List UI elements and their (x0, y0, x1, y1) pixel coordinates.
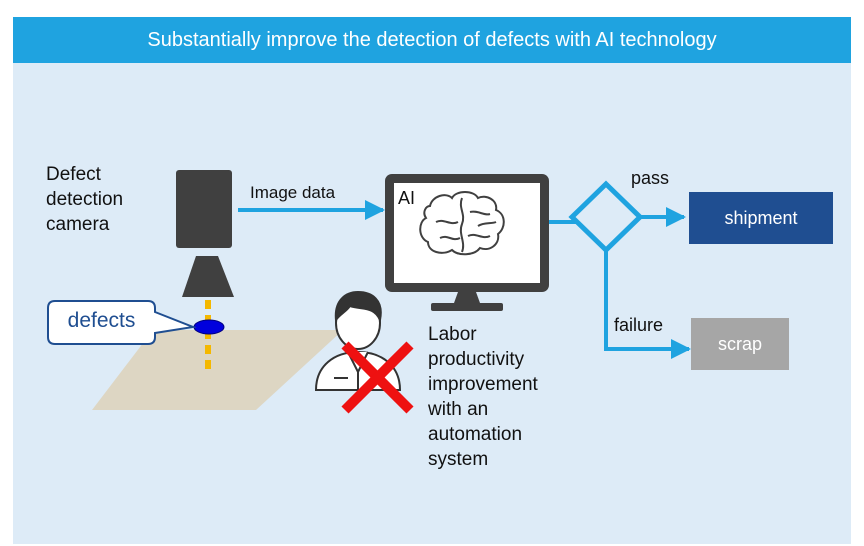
scrap-label: scrap (717, 334, 762, 354)
defects-callout (47, 300, 197, 345)
decision-diamond-icon (568, 180, 644, 254)
labor-label-line: improvement (428, 374, 538, 395)
defect-spot (193, 319, 225, 335)
camera-label-line: detection (46, 189, 124, 210)
labor-label: Labor productivity improvement with an a… (428, 322, 538, 472)
ai-label: AI (398, 188, 416, 208)
monitor-icon (385, 174, 549, 311)
camera-label: Defect detection camera (46, 162, 123, 237)
diagram-title: Substantially improve the detection of d… (13, 17, 851, 63)
labor-label-line: automation (428, 424, 523, 445)
failure-label: failure (614, 315, 664, 335)
cross-icon (341, 341, 414, 414)
defects-label: defects (67, 309, 136, 332)
labor-label-line: productivity (428, 349, 525, 370)
camera-icon (176, 170, 234, 297)
labor-label-line: with an (428, 399, 489, 420)
labor-label-line: system (428, 449, 489, 470)
scrap-box (691, 318, 789, 370)
labor-label-line: Labor (428, 324, 477, 345)
failure-arrow (604, 250, 691, 359)
pass-label: pass (631, 168, 670, 188)
camera-label-line: Defect (46, 164, 101, 185)
image-data-label: Image data (250, 183, 336, 202)
camera-label-line: camera (46, 214, 110, 235)
inspection-table (92, 330, 343, 410)
shipment-label: shipment (724, 208, 798, 228)
brain-icon (419, 191, 505, 256)
shipment-box (689, 192, 833, 244)
